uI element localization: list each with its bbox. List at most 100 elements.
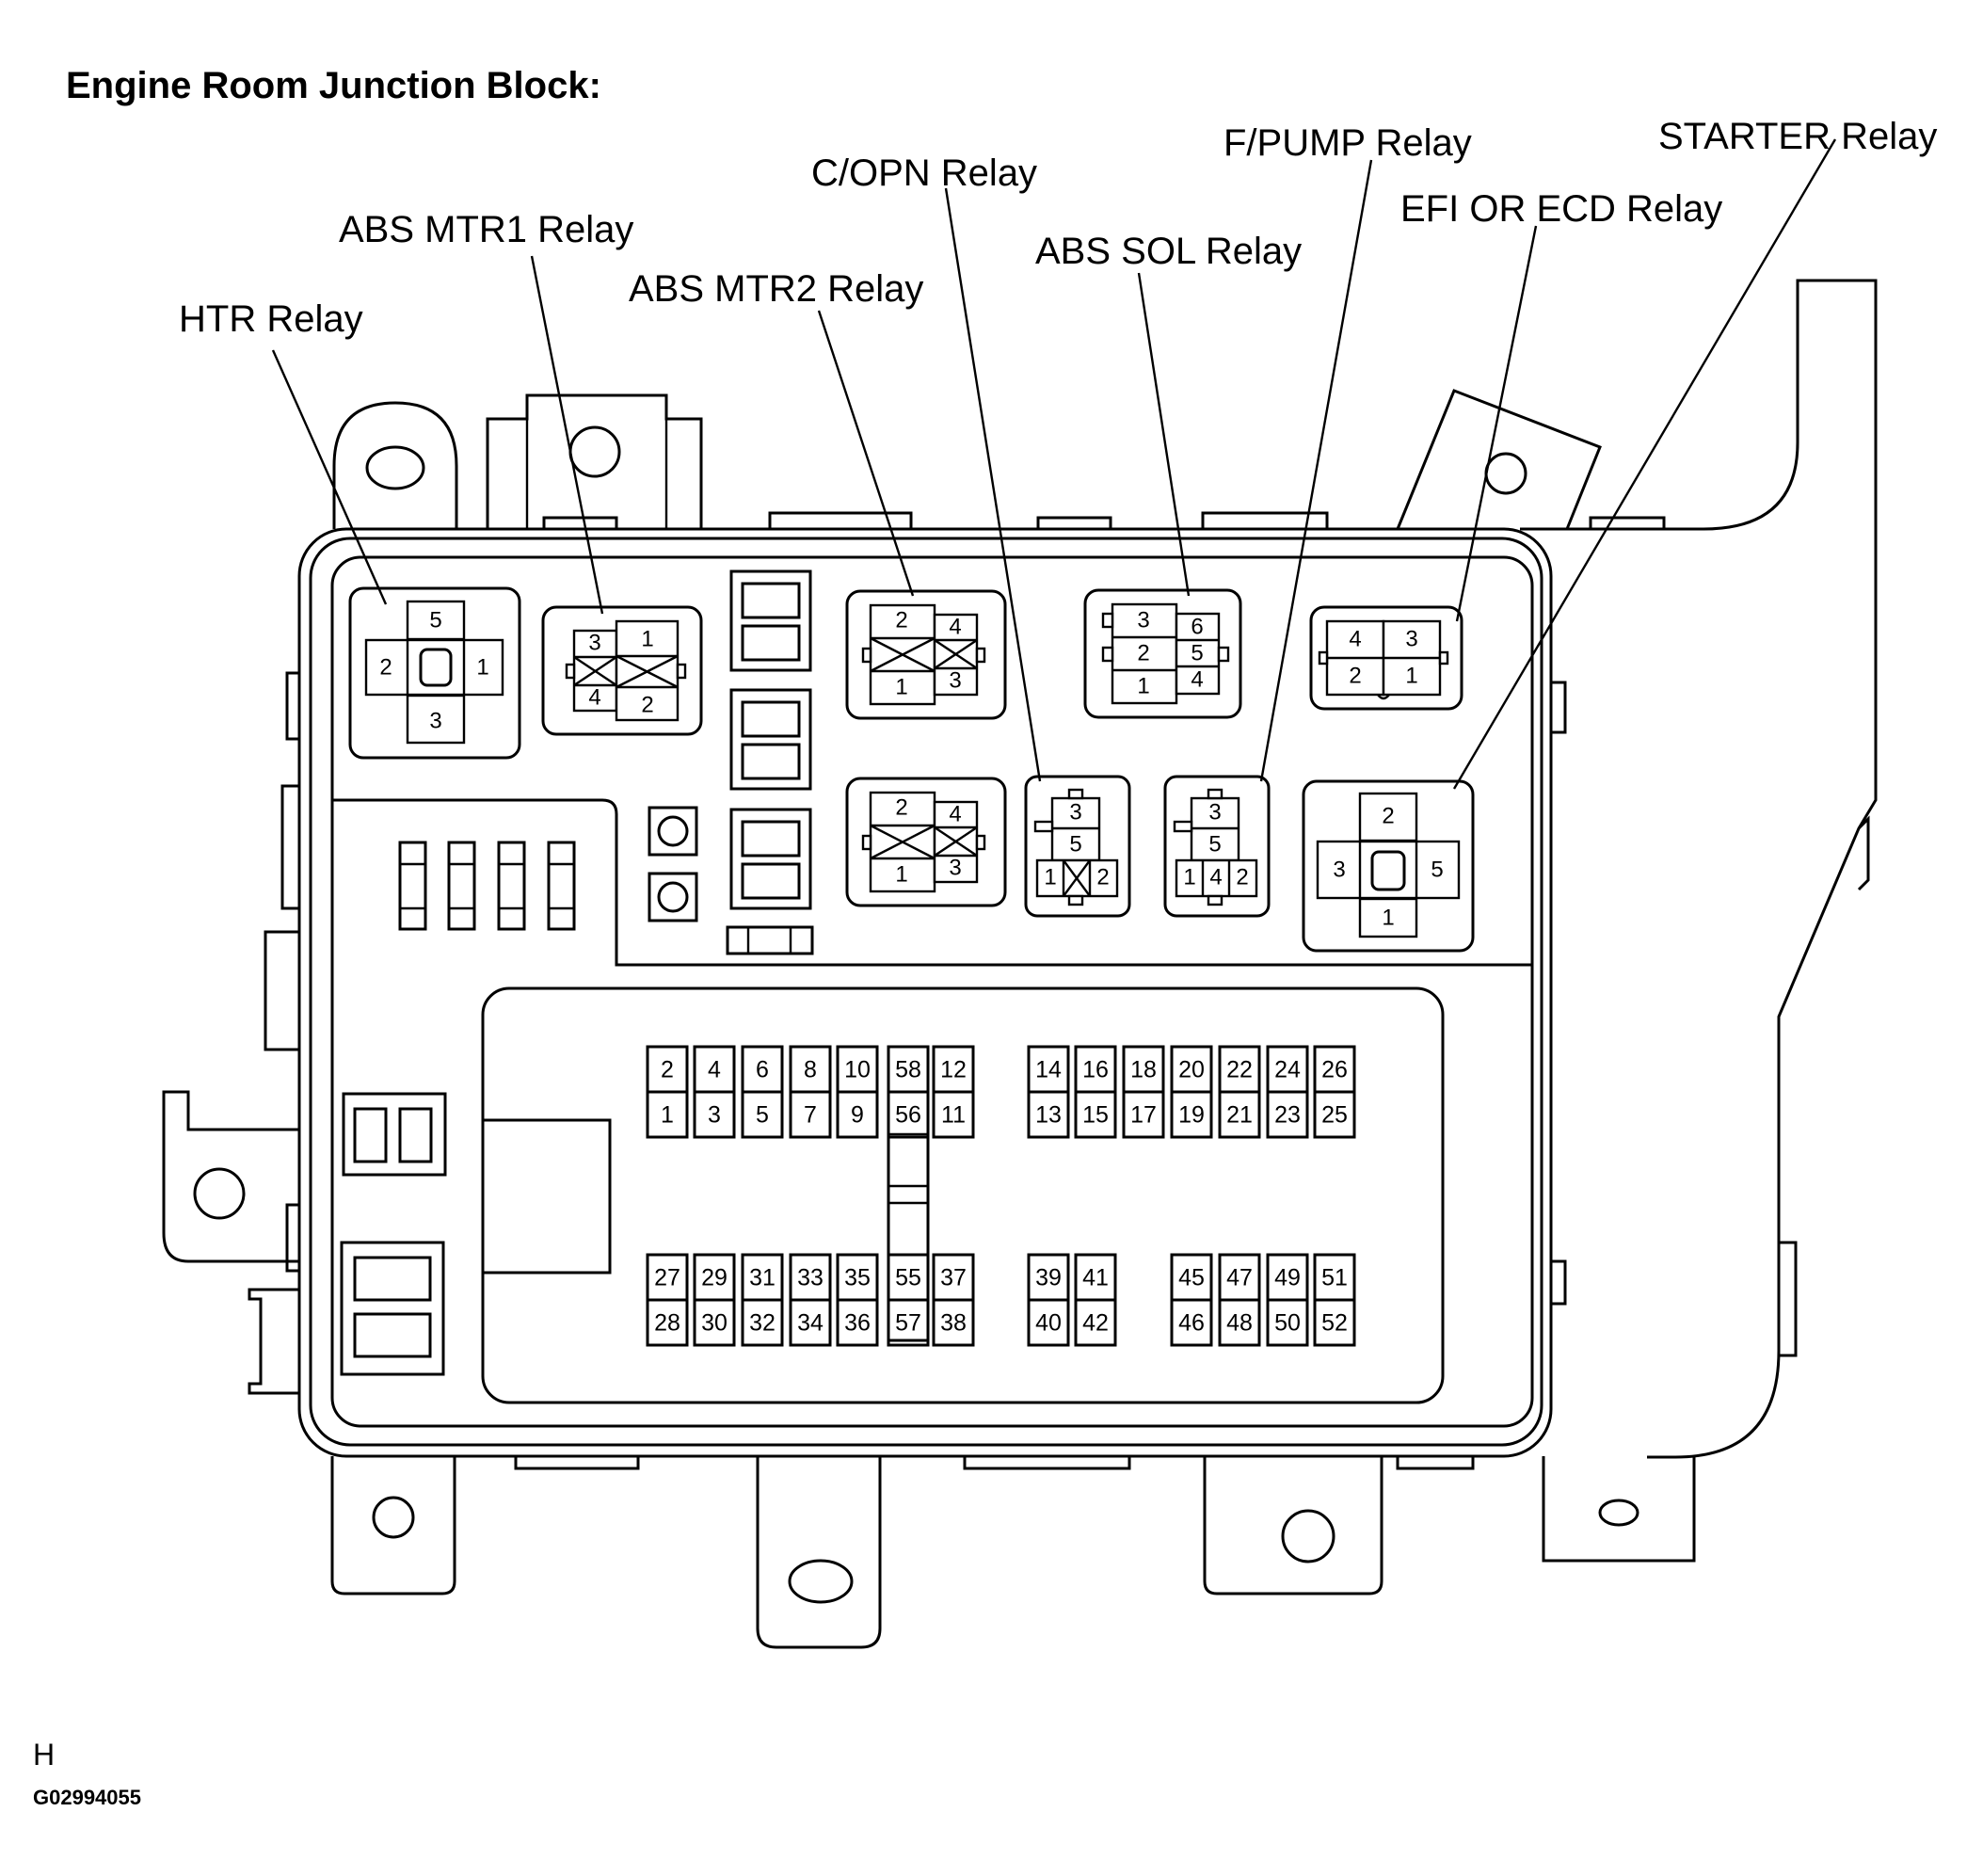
abs-sol-relay: 3 6 2 5 1 4 — [1083, 588, 1242, 719]
c-opn-pin-5: 5 — [1069, 831, 1081, 857]
fuse-number: 18 — [1130, 1057, 1157, 1083]
f-pump-pin-2: 2 — [1236, 864, 1248, 890]
abs-sol-pin-1: 1 — [1137, 673, 1149, 698]
fuse-slot — [1266, 1090, 1309, 1139]
fuse-slot — [789, 1298, 832, 1347]
fuse-slot — [1313, 1298, 1356, 1347]
fuse-number: 56 — [895, 1102, 921, 1129]
fuse-number: 20 — [1178, 1057, 1205, 1083]
small-terminals — [648, 806, 814, 955]
callout-f-pump-relay: F/PUMP Relay — [1223, 122, 1472, 164]
fuse-number: 32 — [749, 1310, 776, 1337]
f-pump-pin-4: 4 — [1209, 864, 1222, 890]
f-pump-relay: 3 5 1 4 2 — [1163, 775, 1271, 918]
c-opn-pin-1: 1 — [1044, 864, 1056, 890]
callout-abs-sol-relay: ABS SOL Relay — [1035, 231, 1302, 272]
fuse-number: 5 — [756, 1102, 769, 1129]
fuse-number: 14 — [1035, 1057, 1062, 1083]
abs-mtr1-pin-3: 3 — [588, 630, 600, 655]
fuse-number: 51 — [1321, 1265, 1348, 1291]
fuse-slot — [741, 1298, 784, 1347]
fuse-number: 33 — [797, 1265, 824, 1291]
callout-efi-ecd-relay: EFI OR ECD Relay — [1400, 188, 1722, 230]
f-pump-pin-3: 3 — [1208, 799, 1221, 825]
abs-mtr1-relay: 3 1 4 2 — [541, 605, 703, 736]
fuse-number: 42 — [1082, 1310, 1109, 1337]
fuse-number: 8 — [804, 1057, 817, 1083]
abs-mtr2-pin-2: 2 — [895, 607, 907, 633]
unnamed-relay-pin-3: 3 — [949, 855, 961, 880]
fuse-number: 49 — [1274, 1265, 1301, 1291]
htr-pin-2: 2 — [379, 654, 392, 680]
starter-relay: 2 3 5 1 — [1302, 779, 1475, 953]
fuse-slot — [887, 1298, 930, 1347]
abs-sol-pin-5: 5 — [1191, 640, 1203, 665]
fuse-number: 15 — [1082, 1102, 1109, 1129]
callout-starter-relay: STARTER Relay — [1658, 116, 1937, 157]
fuse-number: 34 — [797, 1310, 824, 1337]
fuse-number: 27 — [654, 1265, 680, 1291]
fuse-number: 23 — [1274, 1102, 1301, 1129]
fuse-number: 29 — [701, 1265, 728, 1291]
htr-pin-1: 1 — [476, 654, 488, 680]
fuse-number: 12 — [940, 1057, 967, 1083]
starter-pin-2: 2 — [1382, 803, 1394, 828]
callout-htr-relay: HTR Relay — [179, 298, 363, 340]
fuse-number: 10 — [844, 1057, 871, 1083]
fuse-number: 35 — [844, 1265, 871, 1291]
callout-abs-mtr1-relay: ABS MTR1 Relay — [339, 209, 633, 250]
housing-outline — [162, 279, 1878, 1649]
starter-pin-5: 5 — [1431, 857, 1443, 882]
fuse-number: 58 — [895, 1057, 921, 1083]
callout-leaders — [271, 138, 1837, 790]
fuse-slot — [1027, 1090, 1070, 1139]
fuse-number: 16 — [1082, 1057, 1109, 1083]
fuse-slot — [1074, 1090, 1117, 1139]
fuse-number: 37 — [940, 1265, 967, 1291]
abs-mtr1-pin-1: 1 — [641, 626, 653, 651]
fuse-number: 13 — [1035, 1102, 1062, 1129]
abs-sol-pin-6: 6 — [1191, 614, 1203, 639]
fuse-number: 11 — [941, 1102, 966, 1129]
fuse-number: 31 — [749, 1265, 776, 1291]
fuse-number: 40 — [1035, 1310, 1062, 1337]
efi-ecd-pin-1: 1 — [1405, 663, 1417, 688]
fuse-slot — [1074, 1298, 1117, 1347]
fuse-slot — [836, 1298, 879, 1347]
fuse-number: 45 — [1178, 1265, 1205, 1291]
fuse-number: 9 — [851, 1102, 864, 1129]
callout-c-opn-relay: C/OPN Relay — [811, 152, 1037, 194]
abs-sol-pin-3: 3 — [1137, 607, 1149, 633]
unnamed-relay-pin-2: 2 — [895, 794, 907, 820]
mini-fuse-slots — [398, 841, 576, 931]
f-pump-pin-5: 5 — [1208, 831, 1221, 857]
htr-pin-5: 5 — [429, 607, 441, 633]
fuse-number: 17 — [1130, 1102, 1157, 1129]
fuse-slot — [1027, 1298, 1070, 1347]
abs-mtr2-pin-4: 4 — [949, 614, 961, 639]
c-opn-relay: 3 5 1 2 — [1024, 775, 1131, 918]
abs-mtr2-relay: 2 4 1 3 — [845, 589, 1007, 720]
abs-sol-pin-4: 4 — [1191, 666, 1203, 692]
htr-relay: 5 2 1 3 — [348, 586, 521, 760]
fuse-slot — [1313, 1090, 1356, 1139]
fuse-number: 22 — [1226, 1057, 1253, 1083]
unnamed-relay-pin-4: 4 — [949, 801, 961, 826]
spare-fuse-blocks — [729, 569, 812, 910]
abs-mtr2-pin-1: 1 — [895, 674, 907, 699]
fuse-slot — [1170, 1298, 1213, 1347]
fuse-number: 19 — [1178, 1102, 1205, 1129]
fuse-number: 57 — [895, 1310, 921, 1337]
fuse-slot — [1266, 1298, 1309, 1347]
efi-ecd-pin-3: 3 — [1405, 626, 1417, 651]
abs-mtr1-pin-4: 4 — [588, 684, 600, 710]
fuse-number: 25 — [1321, 1102, 1348, 1129]
fuse-slot — [693, 1090, 736, 1139]
callout-abs-mtr2-relay: ABS MTR2 Relay — [629, 268, 923, 310]
fuse-slot — [1218, 1090, 1261, 1139]
fuse-slot — [1170, 1090, 1213, 1139]
fuse-number: 55 — [895, 1265, 921, 1291]
fuse-number: 24 — [1274, 1057, 1301, 1083]
fuse-slot — [1218, 1298, 1261, 1347]
fuse-number: 48 — [1226, 1310, 1253, 1337]
